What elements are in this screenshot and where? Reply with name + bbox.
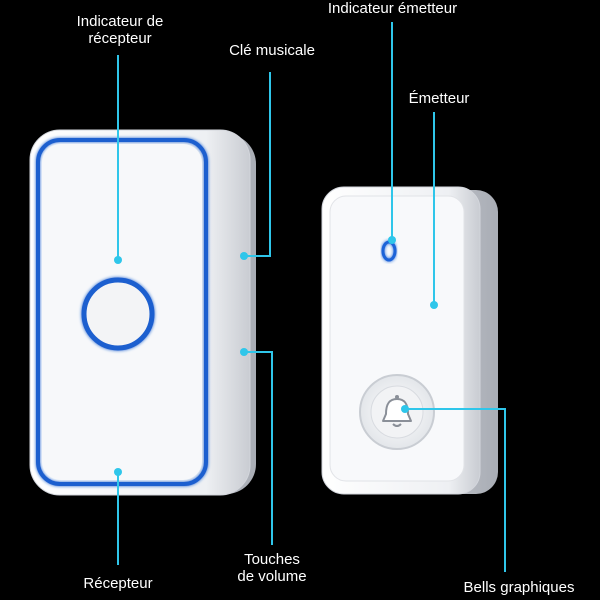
label-volume-keys: Touches de volume [222,551,322,585]
label-receiver: Récepteur [83,575,153,592]
label-volume-keys-line1: Touches [244,551,300,568]
receiver-device [29,129,256,496]
label-receiver-indicator-line1: Indicateur de [76,13,164,30]
receiver-indicator-ring [81,277,155,351]
transmitter-device [321,186,498,495]
label-transmitter-indicator: Indicateur émetteur [327,0,458,17]
label-receiver-indicator-line2: récepteur [88,30,152,47]
bell-button[interactable] [359,374,435,450]
label-volume-keys-line2: de volume [237,568,307,585]
callout-line-bell-graphics [405,408,506,572]
label-transmitter: Émetteur [408,90,470,107]
callout-dots [114,236,438,476]
callout-line-volume-keys [244,351,273,545]
callout-lines [117,22,506,572]
label-bell-graphics: Bells graphiques [463,579,575,596]
label-musical-key: Clé musicale [229,42,315,59]
callout-line-musical-key [244,72,271,257]
bell-icon [382,395,412,427]
label-receiver-indicator: Indicateur de récepteur [50,13,190,47]
receiver-edge-light [36,138,208,486]
